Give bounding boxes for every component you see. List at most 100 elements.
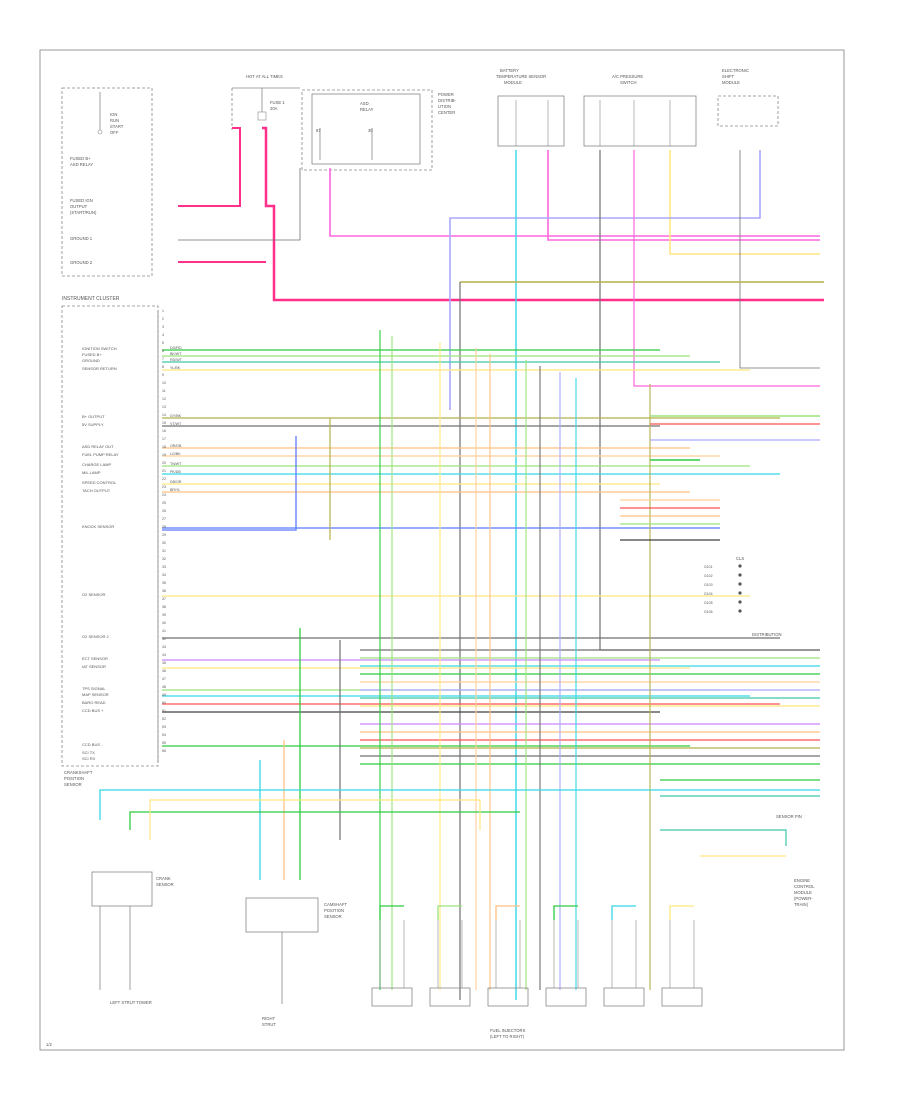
pin-number: 3 bbox=[162, 325, 164, 329]
pin-number: 9 bbox=[162, 373, 164, 377]
svg-text:STRUT: STRUT bbox=[262, 1022, 276, 1027]
pin-number: 6 bbox=[162, 349, 164, 353]
pin-number: 11 bbox=[162, 389, 166, 393]
svg-text:20A: 20A bbox=[270, 106, 278, 111]
wire-code: LG/BK bbox=[170, 452, 181, 456]
relay-box: ASD RELAY 87 30 POWER DISTRIB- UTION CEN… bbox=[301, 89, 457, 171]
engine-control-module: ENGINE CONTROL MODULE (POWER- TRAIN) SEN… bbox=[776, 814, 815, 907]
fuse-block: HOT AT ALL TIMES FUSE 1 20A bbox=[231, 74, 300, 130]
pin-label: ASD RELAY OUT bbox=[82, 444, 114, 449]
pin-number: 23 bbox=[162, 485, 166, 489]
svg-text:CONTROL: CONTROL bbox=[794, 884, 815, 889]
battery-temp-module: BATTERY TEMPERATURE SENSOR MODULE bbox=[496, 68, 565, 147]
svg-text:MODULE: MODULE bbox=[722, 80, 740, 85]
pin-label: GROUND bbox=[82, 358, 100, 363]
wire-yellow-crank bbox=[149, 799, 481, 840]
pin-number: 25 bbox=[162, 501, 166, 505]
svg-text:SENSOR: SENSOR bbox=[324, 914, 342, 919]
svg-text:ELECTRONIC: ELECTRONIC bbox=[722, 68, 749, 73]
svg-text:LEFT STRUT TOWER: LEFT STRUT TOWER bbox=[110, 1000, 152, 1005]
instrument-cluster: INSTRUMENT CLUSTER bbox=[61, 296, 159, 767]
pin-number: 31 bbox=[162, 549, 166, 553]
pin-number: 13 bbox=[162, 405, 166, 409]
pin-label: MAP SENSOR bbox=[82, 692, 109, 697]
electronic-shift-module: ELECTRONIC SHIFT MODULE bbox=[717, 68, 779, 127]
wire-code: PK/DB bbox=[170, 470, 181, 474]
pin-number: 42 bbox=[162, 637, 166, 641]
pin-label: ECT SENSOR bbox=[82, 656, 108, 661]
ground-pin-label: G105 bbox=[704, 601, 713, 605]
pin-number: 24 bbox=[162, 493, 166, 497]
wires bbox=[99, 126, 824, 1000]
wire-yellow-ac bbox=[669, 150, 820, 255]
svg-text:SENSOR: SENSOR bbox=[156, 882, 174, 887]
pin-label: O2 SENSOR 2 bbox=[82, 634, 109, 639]
svg-text:CENTER: CENTER bbox=[438, 110, 455, 115]
wire-grey-esm bbox=[739, 150, 820, 369]
ground-pin bbox=[738, 582, 742, 586]
svg-text:START: START bbox=[110, 124, 124, 129]
pin-label: BARO READ bbox=[82, 700, 106, 705]
svg-text:A/C PRESSURE: A/C PRESSURE bbox=[612, 74, 643, 79]
page-id: 1/2 bbox=[46, 1042, 52, 1047]
svg-text:INSTRUMENT CLUSTER: INSTRUMENT CLUSTER bbox=[62, 296, 120, 302]
svg-text:TEMPERATURE SENSOR: TEMPERATURE SENSOR bbox=[496, 74, 546, 79]
pin-number: 40 bbox=[162, 621, 166, 625]
pin-number: 4 bbox=[162, 333, 164, 337]
svg-text:SHIFT: SHIFT bbox=[722, 74, 735, 79]
wire-cyan-crank bbox=[99, 789, 820, 820]
ground-pin-label: G106 bbox=[704, 610, 713, 614]
pin-label: TPS SIGNAL bbox=[82, 686, 106, 691]
pin-number: 44 bbox=[162, 653, 166, 657]
pin-number: 7 bbox=[162, 357, 164, 361]
pin-number: 30 bbox=[162, 541, 166, 545]
svg-text:POSITION: POSITION bbox=[64, 776, 84, 781]
svg-text:BATTERY: BATTERY bbox=[500, 68, 519, 73]
svg-text:DISTRIB-: DISTRIB- bbox=[438, 98, 457, 103]
pin-number: 37 bbox=[162, 597, 166, 601]
svg-text:MODULE: MODULE bbox=[504, 80, 522, 85]
pin-number: 36 bbox=[162, 589, 166, 593]
pin-number: 39 bbox=[162, 613, 166, 617]
injector-wire bbox=[553, 905, 578, 920]
wire-code: RD/WT bbox=[170, 358, 183, 362]
injector-wire bbox=[379, 905, 404, 920]
pin-number: 41 bbox=[162, 629, 166, 633]
injector-wire bbox=[495, 905, 520, 920]
wire-teal-r3 bbox=[660, 829, 787, 846]
svg-text:POWER: POWER bbox=[438, 92, 454, 97]
ground-pin bbox=[738, 600, 742, 604]
pin-number: 15 bbox=[162, 421, 166, 425]
injector-3 bbox=[487, 987, 529, 1007]
fuel-injectors-label: FUEL INJECTORS bbox=[490, 1028, 526, 1033]
injector-5 bbox=[603, 987, 645, 1007]
injector-wire bbox=[611, 905, 636, 920]
wire-magenta-1 bbox=[329, 168, 820, 237]
pin-number: 26 bbox=[162, 509, 166, 513]
svg-text:FUSED IGN: FUSED IGN bbox=[70, 198, 93, 203]
svg-text:(POWER-: (POWER- bbox=[794, 896, 813, 901]
ground-pin bbox=[738, 564, 742, 568]
hot-at-all-times-label: HOT AT ALL TIMES bbox=[246, 74, 283, 79]
svg-text:FUSED B+: FUSED B+ bbox=[70, 156, 91, 161]
svg-text:RELAY: RELAY bbox=[360, 107, 374, 112]
pin-label: TACH OUTPUT bbox=[82, 488, 111, 493]
svg-text:IGN: IGN bbox=[110, 112, 117, 117]
pin-label: CHARGE LAMP bbox=[82, 462, 111, 467]
wire-blue-ccd bbox=[162, 436, 297, 531]
pin-number: 1 bbox=[162, 309, 164, 313]
svg-text:CRANKSHAFT: CRANKSHAFT bbox=[64, 770, 93, 775]
pin-number: 46 bbox=[162, 669, 166, 673]
injector-2 bbox=[429, 987, 471, 1007]
ground-pin-label: G101 bbox=[704, 565, 713, 569]
wire-grey-relay bbox=[178, 168, 301, 241]
pin-label: B+ OUTPUT bbox=[82, 414, 105, 419]
wire-pink-main bbox=[262, 126, 824, 302]
pin-number: 43 bbox=[162, 645, 166, 649]
wire-pink-b-plus bbox=[178, 127, 241, 207]
pin-label: SCI RX bbox=[82, 756, 96, 761]
pin-label: MIL LAMP bbox=[82, 470, 101, 475]
injector-wire bbox=[669, 905, 694, 920]
ignition-switch-block: IGN RUN START OFF FUSED B+ ASD RELAY FUS… bbox=[61, 87, 153, 277]
